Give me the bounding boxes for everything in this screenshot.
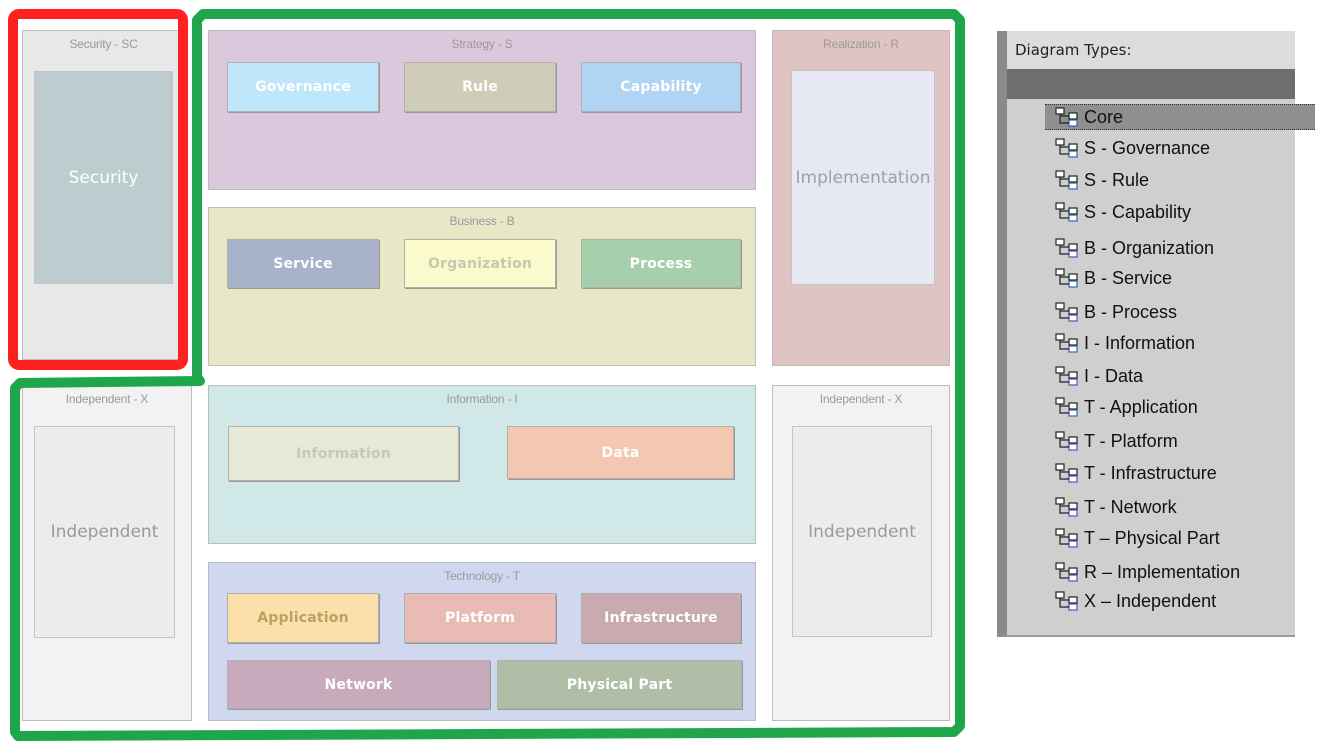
diagram-type-item-r-implementation[interactable]: R – Implementation [1055, 560, 1240, 584]
process-box[interactable]: Process [581, 239, 741, 288]
architecture-diagram: Security - SC Security Independent - X I… [8, 9, 965, 741]
information-box[interactable]: Information [228, 426, 459, 481]
diagram-type-label: B - Service [1084, 267, 1173, 288]
infrastructure-box[interactable]: Infrastructure [581, 593, 741, 643]
diagram-tree-icon [1055, 591, 1078, 611]
implementation-box-label: Implementation [795, 167, 931, 188]
diagram-type-item-i-data[interactable]: I - Data [1055, 364, 1143, 388]
service-box[interactable]: Service [227, 239, 379, 288]
diagram-tree-icon [1055, 431, 1078, 451]
organization-box[interactable]: Organization [404, 239, 556, 288]
highlight-overlay [8, 9, 965, 741]
diagram-type-label: X – Independent [1084, 590, 1217, 611]
diagram-type-label: S - Capability [1084, 201, 1192, 222]
security-box-label: Security [68, 167, 139, 188]
governance-box-label: Governance [255, 79, 351, 95]
diagram-types-toolbar [1007, 69, 1295, 99]
physical-part-box[interactable]: Physical Part [497, 660, 742, 709]
diagram-type-item-x-independent[interactable]: X – Independent [1055, 589, 1216, 613]
realization-region-title: Realization - R [823, 37, 899, 51]
diagram-types-panel: Diagram Types: Core S - Governance S - Rul… [997, 31, 1315, 637]
diagram-tree-icon [1055, 302, 1078, 322]
diagram-tree-icon [1055, 366, 1078, 386]
diagram-tree-icon [1055, 268, 1078, 288]
diagram-type-item-b-organization[interactable]: B - Organization [1055, 236, 1214, 260]
physical-part-box-label: Physical Part [566, 676, 673, 693]
security-box[interactable]: Security [34, 71, 173, 284]
diagram-type-item-t-application[interactable]: T - Application [1055, 395, 1198, 419]
diagram-type-item-t-platform[interactable]: T - Platform [1055, 429, 1178, 453]
diagram-type-item-s-capability[interactable]: S - Capability [1055, 200, 1191, 224]
independent-left-region-title: Independent - X [65, 392, 149, 406]
diagram-tree-icon [1055, 138, 1078, 158]
implementation-box[interactable]: Implementation [791, 70, 935, 285]
independent-right-box-label: Independent [808, 521, 916, 542]
application-box-label: Application [257, 610, 349, 626]
diagram-type-item-i-information[interactable]: I - Information [1055, 331, 1195, 355]
diagram-type-item-s-governance[interactable]: S - Governance [1055, 136, 1210, 160]
diagram-type-item-b-service[interactable]: B - Service [1055, 266, 1172, 290]
platform-box[interactable]: Platform [404, 593, 556, 643]
independent-left-box[interactable]: Independent [34, 426, 175, 638]
network-box-label: Network [324, 676, 393, 693]
diagram-tree-icon [1055, 202, 1078, 222]
information-box-label: Information [295, 445, 392, 462]
diagram-type-label: B - Organization [1084, 237, 1215, 258]
diagram-type-label: T - Application [1084, 396, 1198, 417]
process-box-label: Process [629, 255, 693, 272]
information-region-title: Information - I [446, 392, 518, 406]
rule-box-label: Rule [462, 79, 498, 95]
diagram-type-item-core[interactable]: Core [1045, 104, 1315, 130]
platform-box-label: Platform [444, 610, 515, 626]
diagram-tree-icon [1055, 107, 1078, 127]
diagram-types-header: Diagram Types: [1007, 31, 1295, 69]
independent-left-box-label: Independent [50, 522, 159, 542]
diagram-type-label: S - Rule [1084, 169, 1150, 190]
rule-box[interactable]: Rule [404, 62, 556, 112]
diagram-type-label: T - Platform [1084, 430, 1178, 451]
diagram-tree-icon [1055, 170, 1078, 190]
service-box-label: Service [273, 255, 333, 272]
data-box-label: Data [601, 444, 640, 461]
independent-right-box[interactable]: Independent [792, 426, 932, 637]
governance-box[interactable]: Governance [227, 62, 379, 112]
diagram-type-item-t-network[interactable]: T - Network [1055, 495, 1177, 519]
strategy-region-title: Strategy - S [451, 37, 513, 51]
diagram-type-item-b-process[interactable]: B - Process [1055, 300, 1177, 324]
diagram-tree-icon [1055, 397, 1078, 417]
diagram-tree-icon [1055, 497, 1078, 517]
infrastructure-box-label: Infrastructure [604, 610, 718, 626]
data-box[interactable]: Data [507, 426, 734, 479]
technology-region-title: Technology - T [444, 569, 520, 583]
diagram-type-item-t-infrastructure[interactable]: T - Infrastructure [1055, 461, 1217, 485]
capability-box-label: Capability [620, 79, 702, 95]
diagram-type-label: I - Data [1084, 365, 1144, 386]
diagram-type-label: T - Network [1084, 496, 1177, 517]
business-region-title: Business - B [449, 214, 515, 228]
diagram-tree-icon [1055, 238, 1078, 258]
network-box[interactable]: Network [227, 660, 490, 709]
diagram-tree-icon [1055, 528, 1078, 548]
diagram-type-label: T – Physical Part [1084, 527, 1220, 548]
independent-right-region-title: Independent - X [819, 392, 903, 406]
diagram-type-item-s-rule[interactable]: S - Rule [1055, 168, 1149, 192]
diagram-type-label: S - Governance [1084, 137, 1211, 158]
application-box[interactable]: Application [227, 593, 379, 643]
core-highlight-outline [10, 9, 965, 741]
diagram-tree-icon [1055, 463, 1078, 483]
diagram-type-label: B - Process [1084, 301, 1178, 322]
diagram-type-label: T - Infrastructure [1084, 462, 1217, 483]
diagram-tree-icon [1055, 333, 1078, 353]
diagram-tree-icon [1055, 562, 1078, 582]
security-highlight-outline [8, 9, 188, 370]
capability-box[interactable]: Capability [581, 62, 741, 112]
security-region-title: Security - SC [69, 37, 138, 51]
diagram-type-label: Core [1084, 106, 1124, 127]
diagram-type-item-t-physical-part[interactable]: T – Physical Part [1055, 526, 1220, 550]
diagram-type-label: R – Implementation [1084, 561, 1241, 582]
diagram-type-label: I - Information [1084, 332, 1196, 353]
organization-box-label: Organization [427, 255, 533, 272]
